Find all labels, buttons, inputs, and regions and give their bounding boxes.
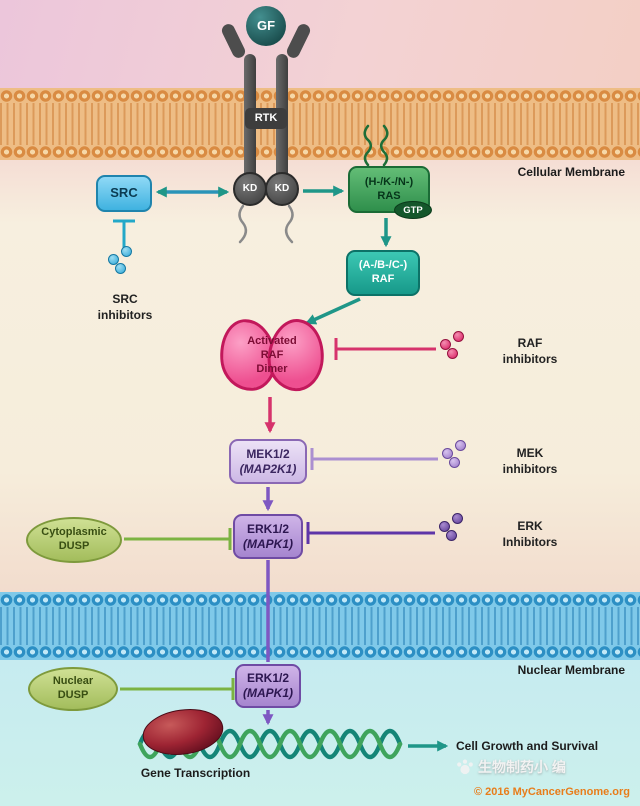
raf-inhibitor-dot xyxy=(447,348,458,359)
cellular-membrane-lipid-tails xyxy=(0,103,640,145)
raf-inhibitor-dots xyxy=(440,331,468,361)
erk-inhibitor-dots xyxy=(439,513,467,543)
raf-inhibitor-dot xyxy=(440,339,451,350)
raf-label-line2: RAF xyxy=(371,273,395,285)
cytoplasmic-dusp-line1: Cytoplasmic xyxy=(41,526,107,539)
nuclear-dusp-node: Nuclear DUSP xyxy=(28,667,118,711)
raf-inhibitor-dot xyxy=(453,331,464,342)
nuclear-dusp-line2: DUSP xyxy=(57,689,89,701)
nuclear-erk-line1: ERK1/2 xyxy=(246,671,290,685)
nuclear-erk-node: ERK1/2 (MAPK1) xyxy=(235,664,301,708)
erk-label-line1: ERK1/2 xyxy=(246,521,290,536)
mek-inhibitor-dot xyxy=(455,440,466,451)
nuclear-membrane-lipid-tails xyxy=(0,607,640,645)
cell-growth-label: Cell Growth and Survival xyxy=(456,739,599,753)
src-inhibitors-line2: inhibitors xyxy=(97,307,153,322)
growth-factor-label: GF xyxy=(256,17,276,33)
mek-inhibitor-dot xyxy=(449,457,460,468)
src-node: SRC xyxy=(96,175,152,212)
gtp-label: GTP xyxy=(403,204,423,216)
raf-inhibitors-label: RAF inhibitors xyxy=(492,336,568,367)
nuclear-membrane-band xyxy=(0,592,640,660)
src-label: SRC xyxy=(110,185,138,201)
mek-inhibitors-line1: MEK xyxy=(516,446,544,460)
erk-inhibitor-dot xyxy=(439,521,450,532)
raf-node: (A-/B-/C-) RAF xyxy=(346,250,420,296)
nuclear-dusp-line1: Nuclear xyxy=(52,675,94,688)
mek-gene-label: (MAP2K1) xyxy=(239,461,297,476)
mek-node: MEK1/2 (MAP2K1) xyxy=(229,439,307,484)
raf-inhibitors-line2: inhibitors xyxy=(502,351,558,366)
src-inhibitor-dot xyxy=(121,246,132,257)
dimer-label-line2: RAF xyxy=(260,348,284,361)
erk-inhibitor-dot xyxy=(452,513,463,524)
rtk-label-tag: RTK xyxy=(245,108,287,129)
cellular-membrane-band xyxy=(0,88,640,160)
rtk-label: RTK xyxy=(254,111,278,124)
mek-inhibitors-line2: inhibitors xyxy=(502,461,558,476)
erk-gene-label: (MAPK1) xyxy=(243,536,293,551)
watermark: 生物制药小 编 xyxy=(456,757,634,777)
kd-left-label: KD xyxy=(242,182,258,194)
erk-inhibitors-line2: Inhibitors xyxy=(502,534,558,549)
src-inhibitor-dot xyxy=(108,254,119,265)
cellular-membrane-label: Cellular Membrane xyxy=(517,165,625,179)
src-inhibitors-line1: SRC xyxy=(112,292,138,306)
dimer-label-line3: Dimer xyxy=(256,363,288,376)
activated-raf-dimer: Activated RAF Dimer xyxy=(216,316,328,394)
ras-label-line1: (H-/K-/N-) xyxy=(364,175,414,188)
src-inhibitors-label: SRC inhibitors xyxy=(80,292,170,323)
raf-label-line1: (A-/B-/C-) xyxy=(358,259,408,272)
src-inhibitor-dot xyxy=(115,263,126,274)
erk-inhibitors-line1: ERK xyxy=(517,519,543,533)
watermark-text: 生物制药小 编 xyxy=(478,759,566,775)
ras-label-line2: RAS xyxy=(377,189,401,202)
extracellular-background xyxy=(0,0,640,90)
nuclear-erk-gene-label: (MAPK1) xyxy=(243,686,293,700)
kd-right-label: KD xyxy=(274,182,290,194)
kinase-domain-left: KD xyxy=(233,172,267,206)
watermark-paw-icon xyxy=(457,759,473,775)
mek-inhibitors-label: MEK inhibitors xyxy=(492,446,568,477)
mek-inhibitor-dot xyxy=(442,448,453,459)
src-inhibitor-dots xyxy=(108,246,136,276)
dimer-label: Activated RAF Dimer xyxy=(220,316,324,394)
erk-node: ERK1/2 (MAPK1) xyxy=(233,514,303,559)
gtp-node: GTP xyxy=(394,201,432,219)
cytoplasmic-dusp-line2: DUSP xyxy=(58,540,90,552)
dimer-label-line1: Activated xyxy=(247,334,297,347)
kinase-domain-right: KD xyxy=(265,172,299,206)
erk-inhibitors-label: ERK Inhibitors xyxy=(492,519,568,550)
raf-inhibitors-line1: RAF xyxy=(517,336,543,350)
mek-inhibitor-dots xyxy=(442,440,470,470)
gene-transcription-label: Gene Transcription xyxy=(140,766,251,780)
mek-label-line1: MEK1/2 xyxy=(246,446,290,461)
erk-inhibitor-dot xyxy=(446,530,457,541)
cytoplasm-background xyxy=(0,158,640,594)
nuclear-membrane-label: Nuclear Membrane xyxy=(517,663,625,677)
cytoplasmic-dusp-node: Cytoplasmic DUSP xyxy=(26,517,122,563)
copyright-label: © 2016 MyCancerGenome.org xyxy=(473,786,630,798)
growth-factor-ball: GF xyxy=(246,6,286,46)
